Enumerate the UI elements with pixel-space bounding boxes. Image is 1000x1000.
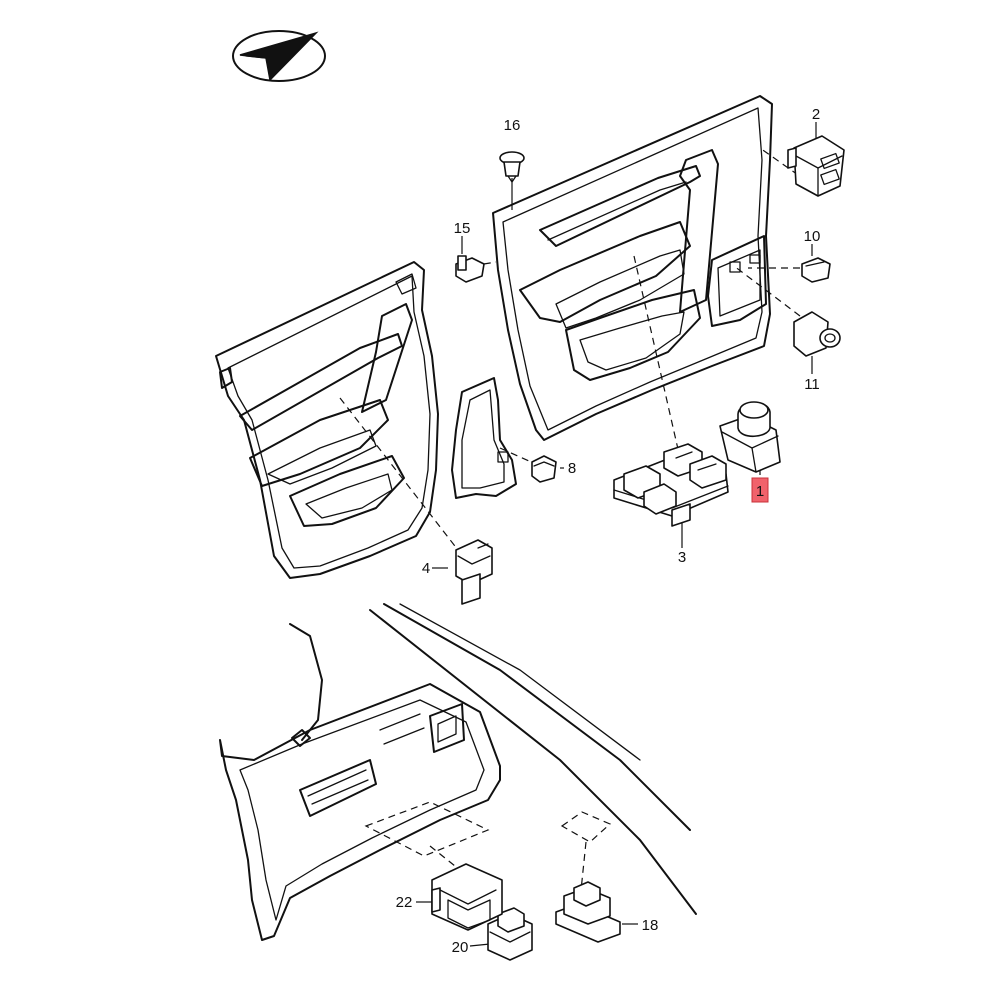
callout-1-highlight — [751, 477, 769, 503]
callout-8[interactable]: 8 — [568, 460, 576, 477]
part-4-window-switch — [455, 539, 493, 605]
callout-10[interactable]: 10 — [804, 228, 821, 245]
callout-1[interactable]: 1 — [756, 483, 764, 500]
part-3-window-switch-panel — [613, 443, 729, 527]
callout-2[interactable]: 2 — [812, 106, 820, 123]
dashboard-lower-section — [219, 603, 697, 941]
part-2-switch-block — [787, 135, 845, 197]
part-1-mirror-switch — [719, 401, 781, 473]
callout-20[interactable]: 20 — [452, 939, 469, 956]
part-11-knob-switch — [793, 311, 841, 357]
mounting-zone-22-20 — [364, 801, 490, 857]
callout-16[interactable]: 16 — [504, 117, 521, 134]
part-10-button — [801, 257, 831, 283]
callout-18[interactable]: 18 — [642, 917, 659, 934]
callout-4[interactable]: 4 — [422, 560, 430, 577]
callout-22[interactable]: 22 — [396, 894, 413, 911]
part-16-rivet-clip — [499, 151, 525, 183]
part-15-clip — [455, 255, 485, 283]
mounting-zone-18 — [560, 811, 612, 843]
leader-lines — [339, 122, 817, 947]
part-18-button-module — [555, 881, 621, 943]
callout-3[interactable]: 3 — [678, 549, 686, 566]
part-22-switch-housing — [431, 863, 503, 931]
callout-15[interactable]: 15 — [454, 220, 471, 237]
part-8-small-switch — [531, 455, 557, 483]
pillar-trim — [451, 377, 517, 499]
arrow-in-ellipse-icon — [232, 30, 326, 82]
part-20-switch — [487, 907, 533, 961]
rear-door-trim-panel — [215, 261, 439, 579]
callout-11[interactable]: 11 — [804, 376, 820, 393]
front-door-trim-panel — [492, 95, 773, 441]
